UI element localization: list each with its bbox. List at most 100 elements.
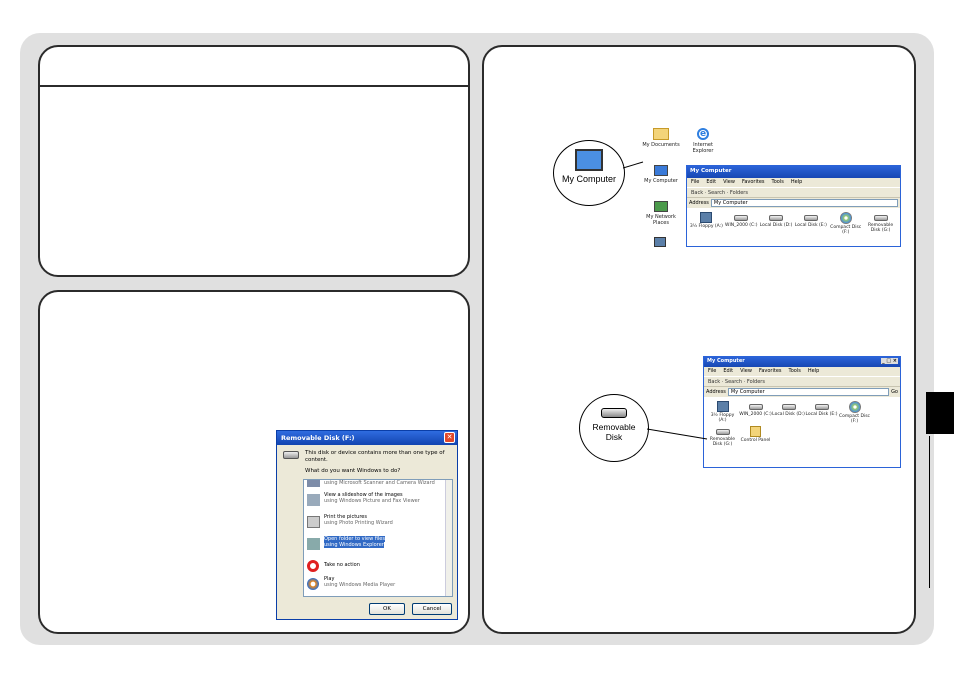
callout-my-computer: My Computer	[553, 140, 625, 206]
desktop-icon-my-computer[interactable]: My Computer	[643, 165, 679, 184]
no-action-icon	[307, 560, 319, 572]
header-rule	[40, 85, 468, 87]
search-button[interactable]: Search	[724, 379, 743, 385]
drive-c[interactable]: WIN_2000 (C:)	[739, 401, 772, 424]
drive-g-removable[interactable]: Removable Disk (G:)	[706, 426, 739, 447]
callout-connector	[647, 428, 708, 440]
drive-list: 3½ Floppy (A:) WIN_2000 (C:) Local Disk …	[704, 397, 900, 424]
close-icon[interactable]: ✕	[444, 432, 455, 443]
dialog-message: This disk or device contains more than o…	[305, 450, 445, 463]
list-item[interactable]: using Microsoft Scanner and Camera Wizar…	[304, 480, 452, 492]
hard-drive-icon	[803, 215, 818, 221]
desktop-icon-my-documents[interactable]: My Documents	[641, 128, 681, 148]
address-input[interactable]: My Computer	[727, 388, 890, 396]
menu-bar: File Edit View Favorites Tools Help	[687, 178, 900, 187]
removable-disk-icon	[283, 451, 299, 459]
address-input[interactable]: My Computer	[710, 199, 898, 207]
floppy-icon	[700, 212, 713, 223]
address-bar: Address My Computer	[687, 198, 900, 208]
window-controls[interactable]: _ □ ×	[881, 358, 898, 364]
drive-d[interactable]: Local Disk (D:)	[759, 212, 794, 235]
menu-tools[interactable]: Tools	[771, 179, 784, 185]
hard-drive-icon	[814, 404, 829, 410]
folders-button[interactable]: Folders	[746, 379, 765, 385]
list-item[interactable]: Take no action	[304, 558, 452, 576]
go-button[interactable]: Go	[891, 389, 898, 395]
network-icon	[654, 201, 668, 212]
menu-favorites[interactable]: Favorites	[758, 368, 782, 374]
cd-icon	[839, 212, 852, 224]
desktop-icon-my-network-places[interactable]: My Network Places	[642, 201, 680, 226]
search-button[interactable]: Search	[707, 190, 726, 196]
scanner-icon	[307, 480, 320, 487]
menu-help[interactable]: Help	[790, 179, 803, 185]
hard-drive-icon	[781, 404, 796, 410]
callout-removable-disk: Removable Disk	[579, 394, 649, 462]
dialog-title: Removable Disk (F:) ✕	[277, 431, 457, 445]
drive-d[interactable]: Local Disk (D:)	[772, 401, 805, 424]
drive-list-row2: Removable Disk (G:) Control Panel	[704, 424, 900, 447]
list-item-selected[interactable]: Open folder to view files using Windows …	[304, 536, 452, 558]
back-button[interactable]: Back	[691, 190, 704, 196]
menu-view[interactable]: View	[740, 368, 752, 374]
toolbar: Back · Search · Folders	[704, 376, 900, 387]
dialog-question: What do you want Windows to do?	[305, 468, 401, 474]
my-computer-window-2: My Computer _ □ × File Edit View Favorites T…	[703, 356, 901, 468]
drive-a[interactable]: 3½ Floppy (A:)	[689, 212, 724, 235]
computer-icon	[654, 165, 668, 176]
drive-g[interactable]: Removable Disk (G:)	[863, 212, 898, 235]
drive-f[interactable]: Compact Disc (F:)	[838, 401, 871, 424]
menu-help[interactable]: Help	[807, 368, 820, 374]
address-bar: Address My Computer Go	[704, 387, 900, 397]
printer-icon	[307, 516, 320, 528]
menu-favorites[interactable]: Favorites	[741, 179, 765, 185]
menu-file[interactable]: File	[708, 368, 717, 374]
drive-f[interactable]: Compact Disc (F:)	[828, 212, 863, 235]
autoplay-dialog: Removable Disk (F:) ✕ This disk or devic…	[276, 430, 458, 620]
cancel-button[interactable]: Cancel	[412, 603, 452, 615]
list-item[interactable]: Print the pictures using Photo Printing …	[304, 514, 452, 536]
list-item[interactable]: View a slideshow of the images using Win…	[304, 492, 452, 514]
cd-icon	[848, 401, 861, 413]
callout-connector	[623, 161, 644, 169]
drive-a[interactable]: 3½ Floppy (A:)	[706, 401, 739, 424]
window-title: My Computer _ □ ×	[704, 357, 900, 367]
window-title: My Computer	[687, 166, 900, 178]
panel-right	[482, 45, 916, 634]
internet-explorer-icon: e	[697, 128, 709, 140]
desktop-icon-internet-explorer[interactable]: e Internet Explorer	[692, 128, 714, 154]
hard-drive-icon	[769, 215, 784, 221]
control-panel[interactable]: Control Panel	[739, 426, 772, 447]
list-item[interactable]: Play using Windows Media Player	[304, 576, 452, 596]
chapter-line	[929, 436, 930, 588]
hard-drive-icon	[748, 404, 763, 410]
scrollbar[interactable]	[445, 480, 452, 596]
control-panel-icon	[750, 426, 761, 437]
removable-disk-icon	[601, 408, 627, 418]
toolbar: Back · Search · Folders	[687, 187, 900, 198]
folders-button[interactable]: Folders	[729, 190, 748, 196]
folder-icon	[307, 538, 320, 550]
slideshow-icon	[307, 494, 320, 506]
menu-edit[interactable]: Edit	[723, 368, 734, 374]
back-button[interactable]: Back	[708, 379, 721, 385]
drive-c[interactable]: WIN_2000 (C:)	[724, 212, 759, 235]
drive-e[interactable]: Local Disk (E:)	[793, 212, 828, 235]
floppy-icon	[716, 401, 729, 412]
ok-button[interactable]: OK	[369, 603, 405, 615]
menu-tools[interactable]: Tools	[788, 368, 801, 374]
removable-disk-icon	[873, 215, 888, 221]
computer-icon	[575, 149, 603, 171]
hard-drive-icon	[734, 215, 749, 221]
menu-view[interactable]: View	[723, 179, 735, 185]
folder-icon	[653, 128, 669, 140]
menu-bar: File Edit View Favorites Tools Help	[704, 367, 900, 376]
menu-file[interactable]: File	[691, 179, 700, 185]
menu-edit[interactable]: Edit	[706, 179, 717, 185]
drive-list: 3½ Floppy (A:) WIN_2000 (C:) Local Disk …	[687, 208, 900, 235]
chapter-tab	[926, 392, 954, 434]
my-computer-window-1: My Computer File Edit View Favorites Tools He…	[686, 165, 901, 247]
panel-top-left	[38, 45, 470, 277]
recycle-bin-icon[interactable]	[654, 237, 666, 247]
drive-e[interactable]: Local Disk (E:)	[805, 401, 838, 424]
